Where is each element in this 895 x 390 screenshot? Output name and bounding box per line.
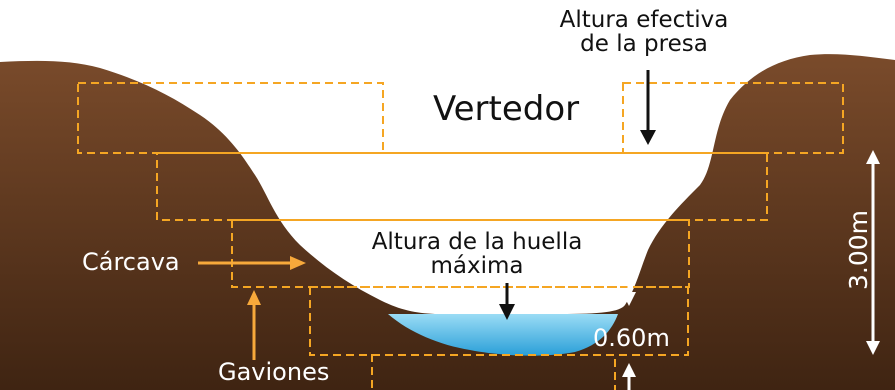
gully-label: Cárcava — [82, 248, 180, 276]
effective-height-line1: Altura efectiva — [559, 7, 729, 33]
gully-pointer-arrow — [198, 256, 306, 270]
gabion-outlines — [77, 82, 844, 390]
gabion-row2 — [156, 152, 768, 221]
gabion-top-right — [622, 82, 844, 154]
gabion-row5 — [371, 354, 616, 390]
depth-060-arrows — [622, 268, 636, 390]
soil-cross-section — [0, 54, 895, 390]
effective-height-line2: de la presa — [580, 31, 708, 58]
spillway-label: Vertedor — [433, 89, 580, 129]
gabion-row4 — [309, 286, 689, 356]
max-mark-line1: Altura de la huella — [371, 229, 583, 255]
max-mark-arrow — [499, 283, 515, 320]
max-mark-label: Altura de la huella máxima — [352, 230, 602, 278]
depth-060-label: 0.60m — [593, 324, 670, 352]
gabion-top-left — [77, 82, 384, 154]
height-300-arrow — [866, 150, 880, 355]
gabions-label: Gaviones — [218, 358, 330, 386]
effective-height-label: Altura efectiva de la presa — [553, 8, 735, 56]
effective-height-arrow — [640, 70, 656, 145]
gabions-pointer-arrow — [247, 290, 261, 360]
gabion-row3 — [231, 219, 690, 288]
height-300-label: 3.00m — [844, 209, 873, 290]
max-mark-line2: máxima — [430, 253, 524, 280]
water-pool — [388, 314, 618, 356]
